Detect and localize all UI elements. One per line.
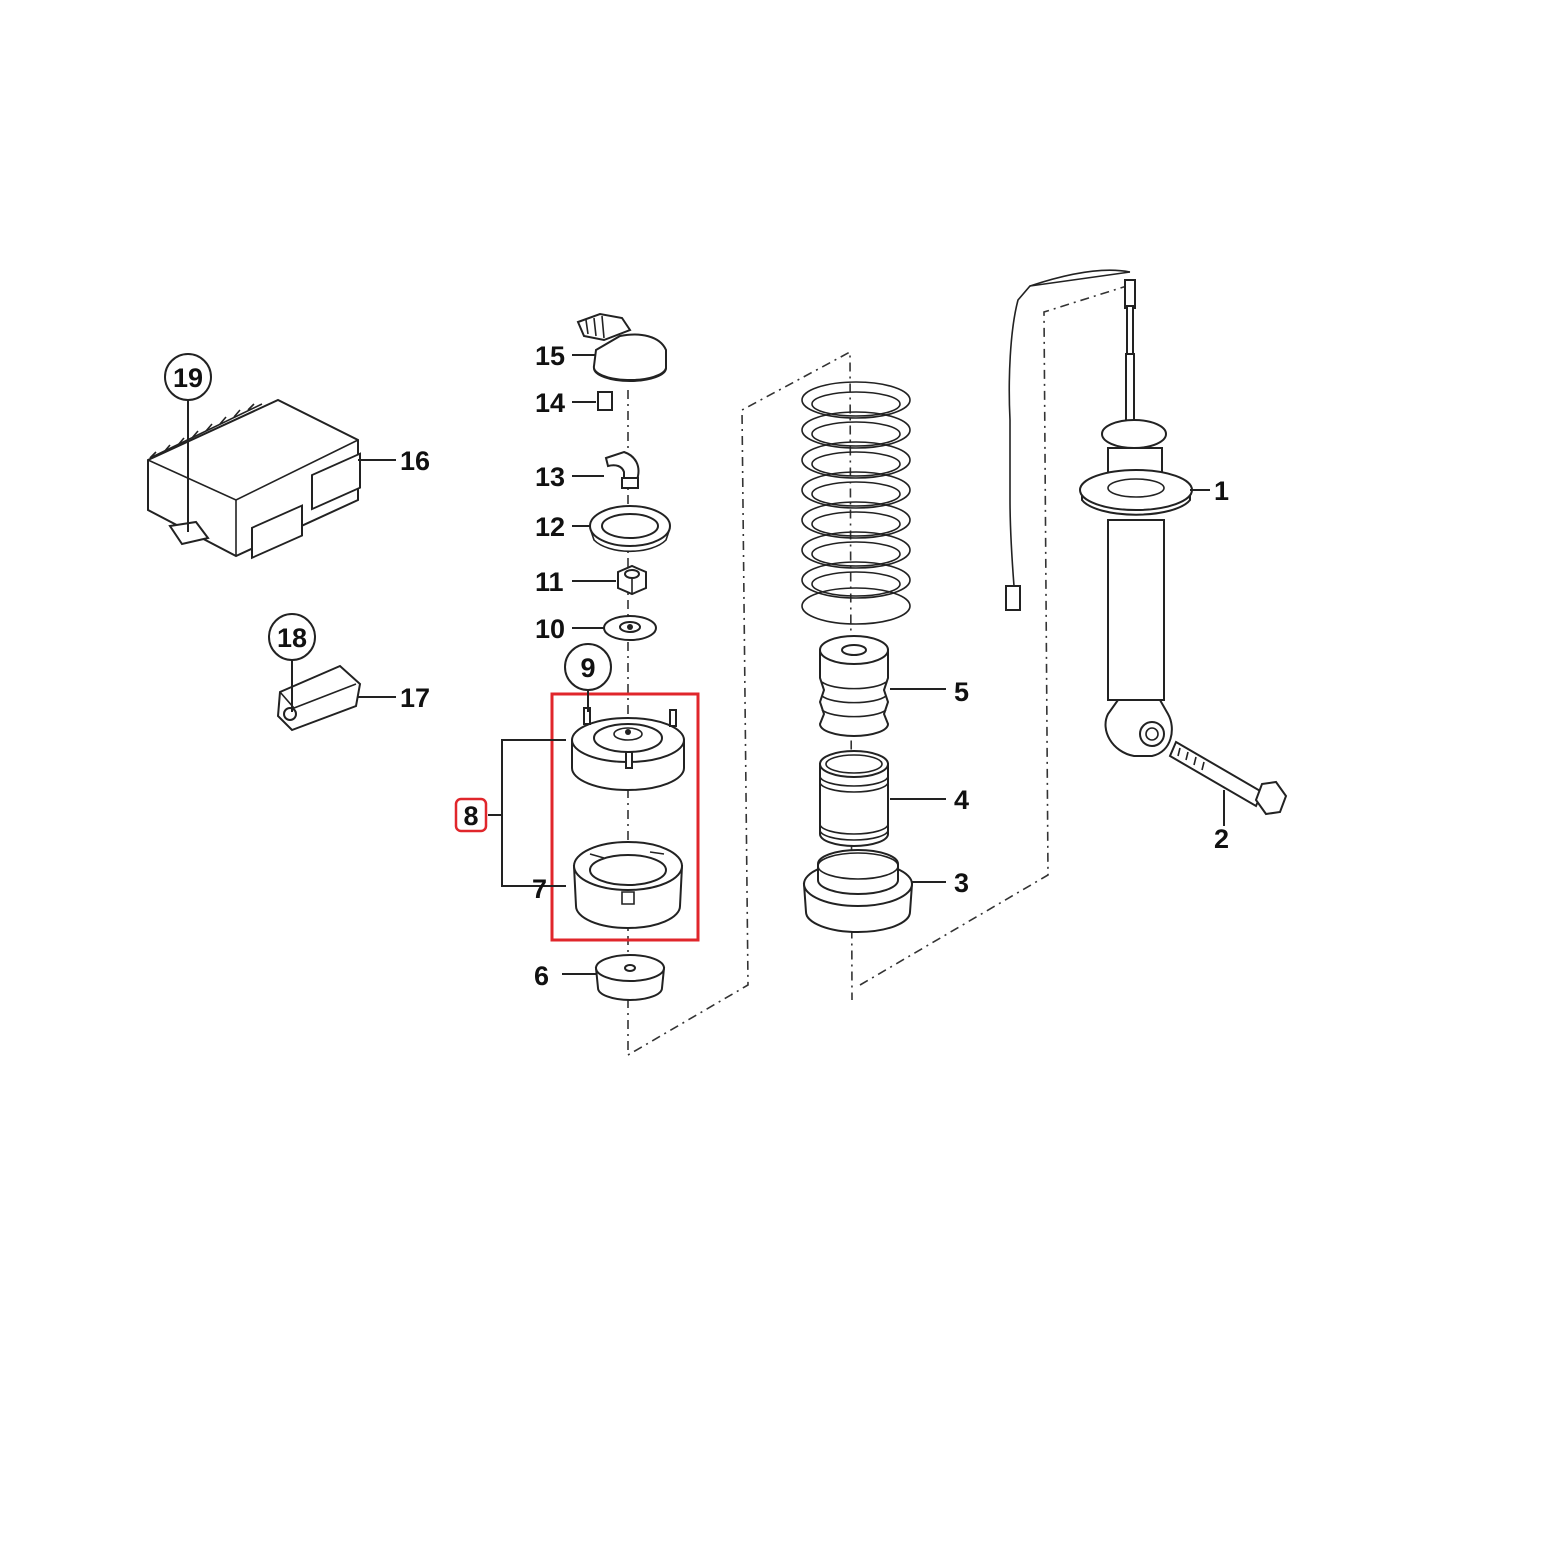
bump-cap-part-6[interactable] xyxy=(594,954,666,1001)
callout-13: 13 xyxy=(535,462,565,492)
nut-part-11[interactable] xyxy=(617,564,647,596)
callout-19-circle xyxy=(164,353,212,401)
strut-mount-part-8[interactable] xyxy=(571,707,685,791)
assembly-dash-lines xyxy=(627,284,1131,1057)
callout-6: 6 xyxy=(534,961,549,991)
callout-4: 4 xyxy=(954,785,969,815)
sensor-part-17[interactable] xyxy=(276,664,362,732)
callout-16: 16 xyxy=(400,446,430,476)
cover-cap-part-15[interactable] xyxy=(576,312,667,382)
callout-7: 7 xyxy=(532,874,547,904)
coil-spring[interactable] xyxy=(801,381,911,625)
elbow-connector-part-13[interactable] xyxy=(604,450,640,489)
protective-tube-part-4[interactable] xyxy=(819,750,889,847)
callout-2: 2 xyxy=(1214,824,1229,854)
callout-3: 3 xyxy=(954,868,969,898)
bump-stop-part-5[interactable] xyxy=(818,635,890,737)
module-connector-pins xyxy=(149,403,263,459)
callout-12: 12 xyxy=(535,512,565,542)
callout-9-circle xyxy=(564,643,612,691)
highlight-box-part-8 xyxy=(550,692,700,942)
callout-8-badge[interactable] xyxy=(454,797,488,833)
shock-absorber-part-1[interactable] xyxy=(1005,269,1193,757)
callout-1: 1 xyxy=(1214,476,1229,506)
rubber-ring-part-7[interactable] xyxy=(572,841,684,929)
callout-19: 19 xyxy=(173,363,203,393)
callout-11: 11 xyxy=(535,567,564,597)
clip-part-14[interactable] xyxy=(597,391,613,411)
callout-8[interactable]: 8 xyxy=(463,801,478,831)
control-module-part-16[interactable] xyxy=(147,398,361,560)
bolt-part-2[interactable] xyxy=(1168,740,1288,816)
retaining-ring-part-12[interactable] xyxy=(589,505,671,553)
callout-15: 15 xyxy=(535,341,565,371)
callout-17: 17 xyxy=(400,683,430,713)
callout-14: 14 xyxy=(535,388,565,418)
callout-18: 18 xyxy=(277,623,307,653)
callout-9: 9 xyxy=(580,653,595,683)
spring-pad-part-3[interactable] xyxy=(802,849,914,933)
callout-18-circle xyxy=(268,613,316,661)
washer-part-10[interactable] xyxy=(603,615,657,641)
callout-5: 5 xyxy=(954,677,969,707)
callout-10: 10 xyxy=(535,614,565,644)
